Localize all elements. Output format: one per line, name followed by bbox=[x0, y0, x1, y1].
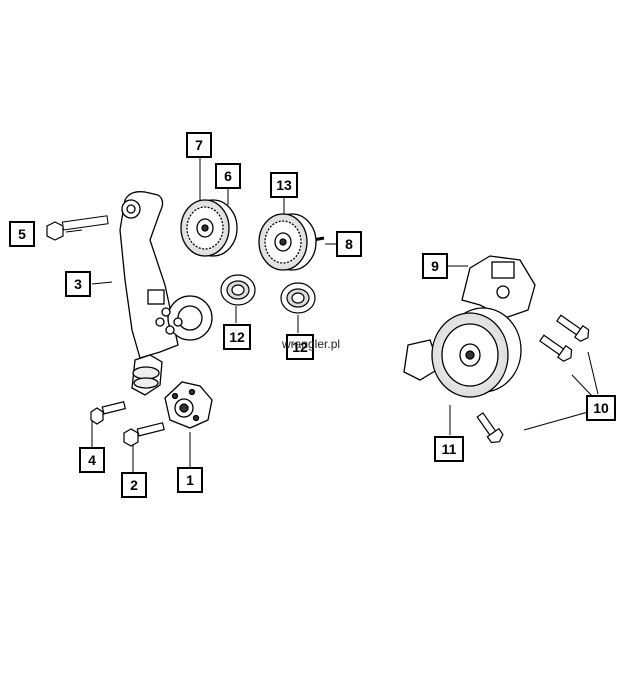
callout-10-label: 10 bbox=[593, 400, 609, 416]
callout-4-label: 4 bbox=[88, 452, 96, 468]
bolts-10 bbox=[476, 314, 590, 444]
callout-7-label: 7 bbox=[195, 137, 203, 153]
callout-12a-label: 12 bbox=[229, 329, 245, 345]
callout-12b-label: 12 bbox=[292, 339, 308, 355]
bracket-9 bbox=[461, 255, 536, 319]
callout-9-label: 9 bbox=[431, 258, 439, 274]
pulley-7 bbox=[180, 199, 238, 257]
callout-13-label: 13 bbox=[276, 177, 292, 193]
callout-13: 13 bbox=[270, 172, 298, 198]
callout-3-label: 3 bbox=[74, 276, 82, 292]
callout-8-label: 8 bbox=[345, 236, 353, 252]
callout-8: 8 bbox=[336, 231, 362, 257]
callout-1-label: 1 bbox=[186, 472, 194, 488]
bolt-5 bbox=[46, 215, 109, 241]
callout-3: 3 bbox=[65, 271, 91, 297]
pulley-assembly-11 bbox=[403, 307, 522, 398]
callout-6-label: 6 bbox=[224, 168, 232, 184]
callout-10: 10 bbox=[586, 395, 616, 421]
callout-5: 5 bbox=[9, 221, 35, 247]
callout-4: 4 bbox=[79, 447, 105, 473]
callout-12a: 12 bbox=[223, 324, 251, 350]
bolt-2 bbox=[123, 422, 165, 447]
tensioner-arm-3 bbox=[119, 191, 213, 396]
callout-11-label: 11 bbox=[442, 441, 457, 457]
shield-12b bbox=[280, 282, 316, 314]
callout-6: 6 bbox=[215, 163, 241, 189]
shield-12a bbox=[220, 274, 256, 306]
callout-9: 9 bbox=[422, 253, 448, 279]
pulley-13 bbox=[258, 213, 325, 271]
watermark-text: wrangler.pl bbox=[281, 337, 340, 351]
callout-7: 7 bbox=[186, 132, 212, 158]
callout-11: 11 bbox=[434, 436, 464, 462]
callout-1: 1 bbox=[177, 467, 203, 493]
bolt-4 bbox=[90, 401, 127, 425]
callout-12b: 12 bbox=[286, 334, 314, 360]
tensioner-base-1 bbox=[164, 381, 213, 429]
callout-2-label: 2 bbox=[130, 477, 138, 493]
callout-5-label: 5 bbox=[18, 226, 26, 242]
callout-2: 2 bbox=[121, 472, 147, 498]
